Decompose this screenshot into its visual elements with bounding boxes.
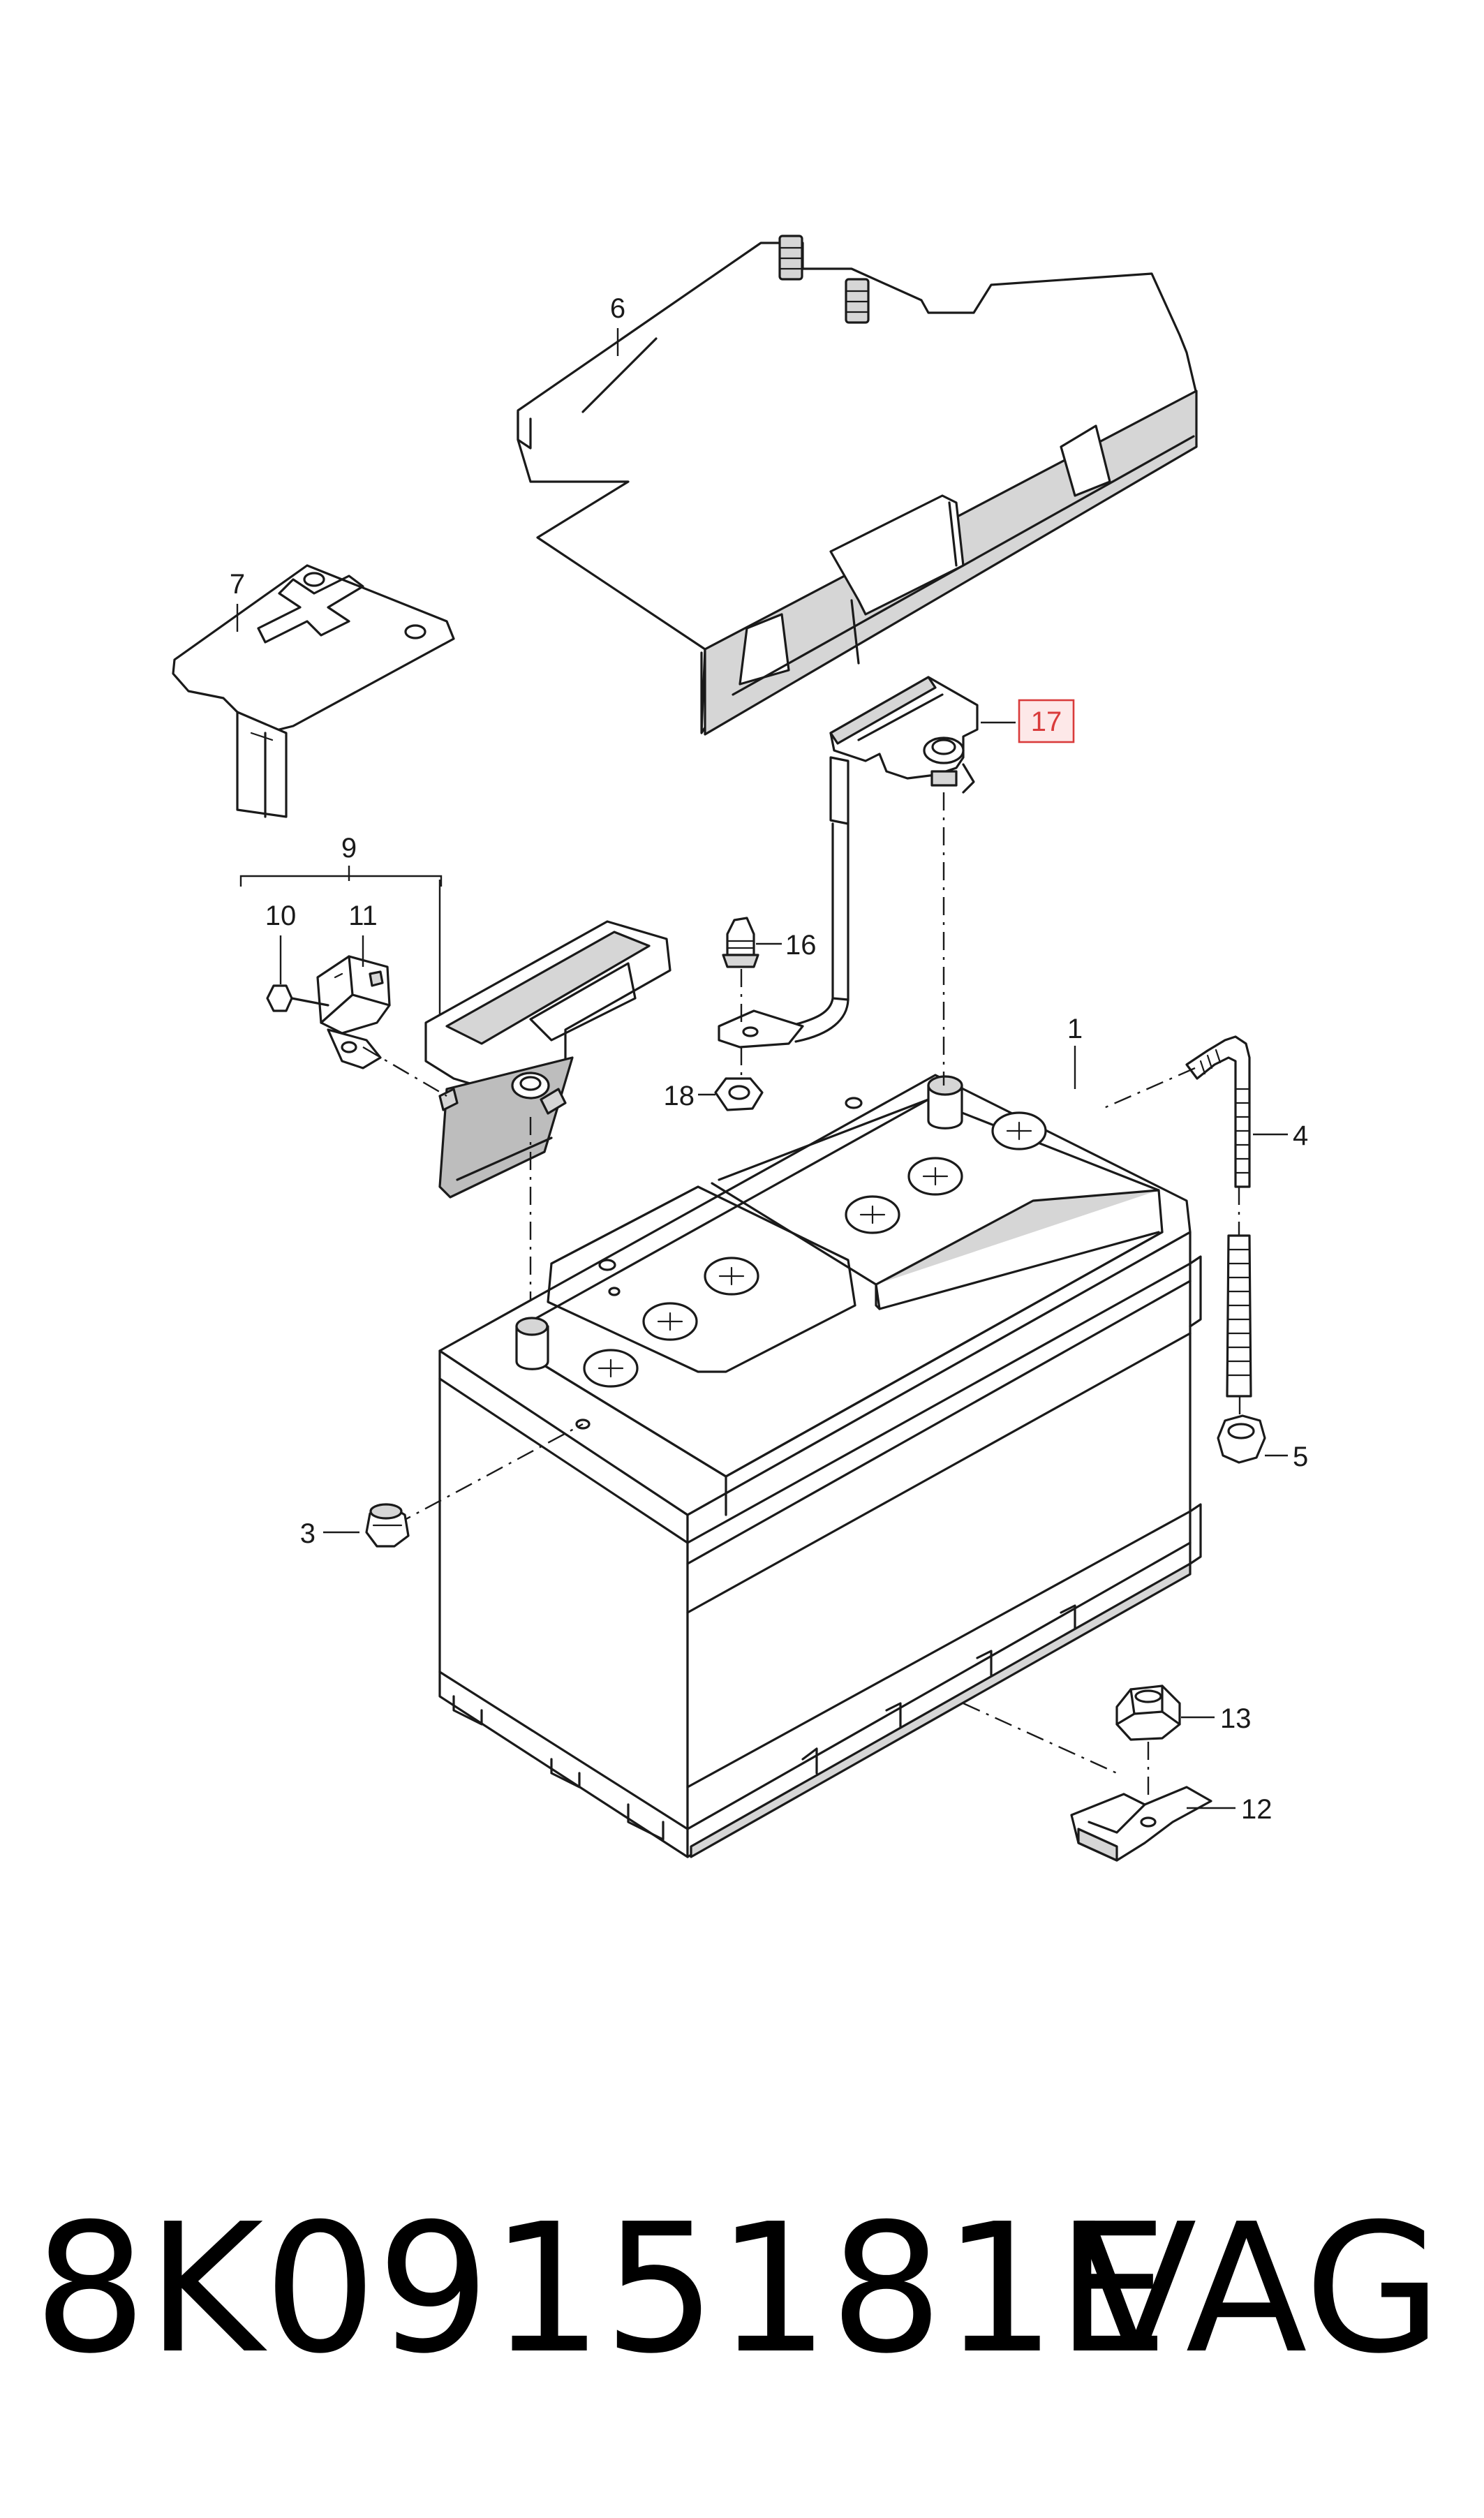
hex-nut-small: [714, 1047, 764, 1111]
terminal-cover-plate: [172, 564, 455, 818]
callout-1: 1: [1067, 1014, 1083, 1044]
hose-grommet: [1217, 1396, 1266, 1464]
hold-down-clamp: [1070, 1786, 1212, 1862]
callout-17-highlight: 17: [1018, 699, 1075, 743]
negative-terminal-housing: [424, 920, 671, 1312]
part-number: 8K0915181E: [34, 2186, 1169, 2393]
battery-cover: [517, 235, 1198, 736]
cover-stud-left: [778, 235, 803, 281]
fill-caps: [583, 1111, 1047, 1388]
callout-7: 7: [230, 569, 245, 600]
callout-3: 3: [300, 1518, 316, 1549]
vent-hose: [1099, 1035, 1252, 1398]
highlight-box: [1018, 699, 1075, 743]
battery: [394, 792, 1202, 1858]
brand-name: VAG: [1075, 2186, 1442, 2393]
callout-4: 4: [1293, 1120, 1308, 1151]
terminal-clamp-cable: [718, 676, 979, 1049]
vent-plug: [365, 1503, 410, 1548]
positive-post: [927, 1075, 963, 1130]
cover-stud-right: [845, 278, 870, 324]
callout-5: 5: [1293, 1442, 1308, 1472]
callout-6: 6: [610, 293, 625, 324]
callout-18: 18: [664, 1081, 695, 1111]
small-bolt: [266, 984, 329, 1012]
negative-post: [515, 1317, 549, 1370]
callout-10: 10: [265, 901, 297, 931]
battery-sensor: [316, 955, 447, 1097]
callout-9: 9: [341, 833, 357, 864]
clip-nut: [722, 917, 759, 1026]
callout-17: 17: [1031, 706, 1062, 737]
callout-leaders: [236, 328, 1288, 1809]
flange-nut: [1115, 1684, 1181, 1801]
callout-16: 16: [785, 930, 817, 961]
callout-13: 13: [1220, 1703, 1252, 1734]
callout-11: 11: [348, 901, 378, 931]
callout-12: 12: [1241, 1794, 1272, 1825]
